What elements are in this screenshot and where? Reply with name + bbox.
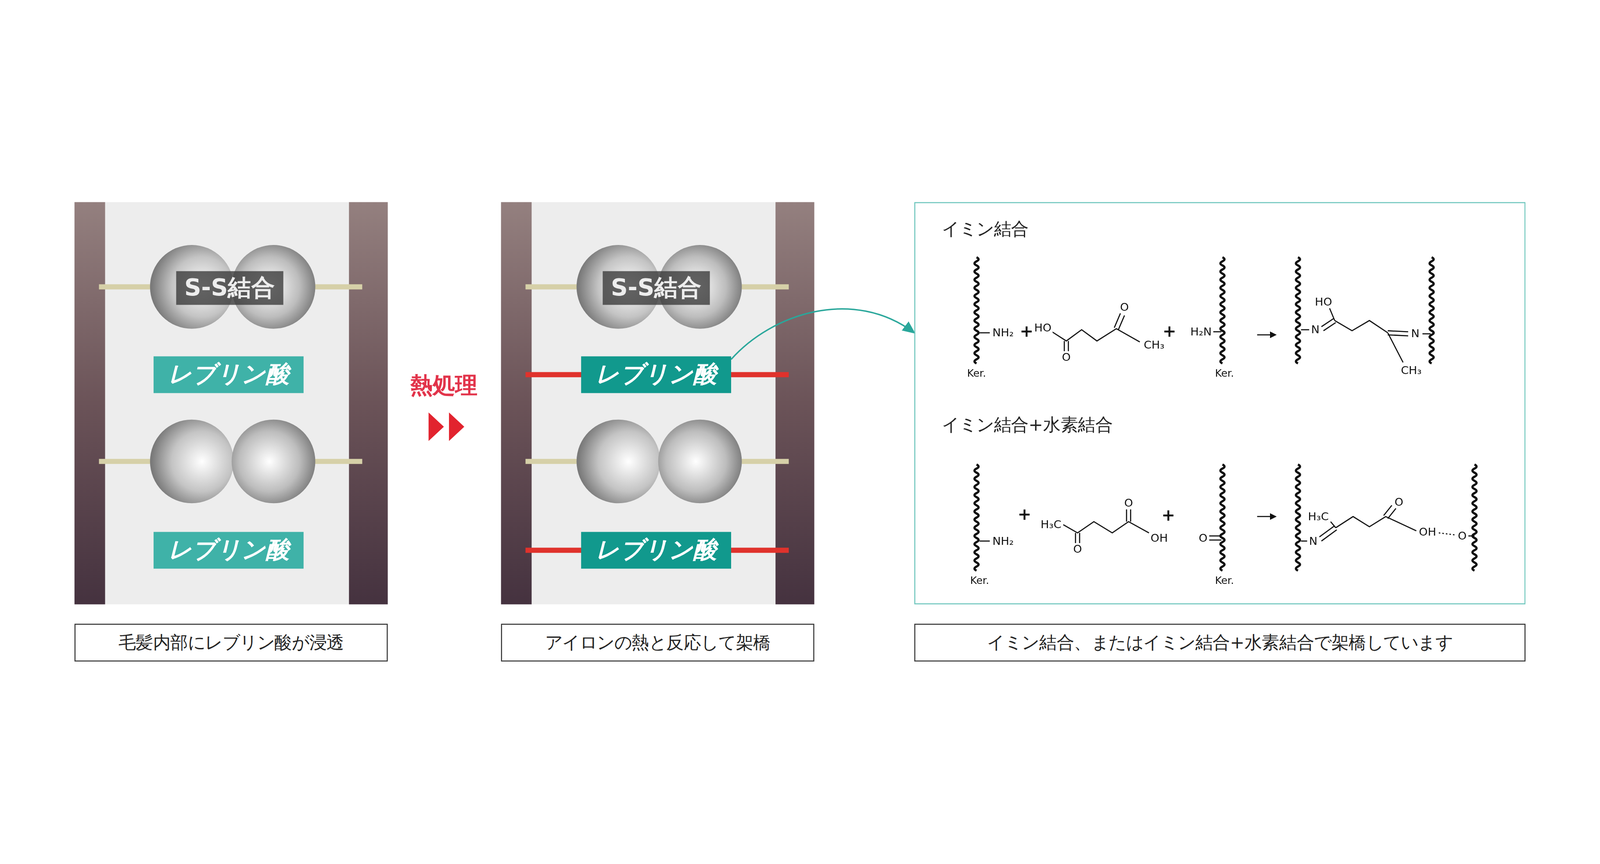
atom-label: O	[1197, 532, 1209, 544]
bond-label: S-S結合	[175, 271, 283, 305]
atom-label: OH	[1417, 526, 1438, 538]
keratin-chains	[974, 257, 1477, 571]
atom-label: CH₃	[1399, 364, 1423, 377]
keratin-chain	[1220, 464, 1225, 571]
atom-label: O	[1456, 530, 1468, 542]
node-text: レブリン酸	[168, 535, 290, 563]
process-arrowheads	[428, 412, 465, 441]
node-text: S-S結合	[184, 274, 275, 301]
plus-sign: +	[1016, 505, 1033, 523]
atom-label: O	[1119, 301, 1131, 313]
plus-sign: +	[1160, 507, 1177, 524]
atom-label: CH₃	[1142, 339, 1166, 351]
caption-box: 毛髪内部にレブリン酸が浸透	[74, 623, 388, 662]
node-text: 毛髪内部にレブリン酸が浸透	[118, 630, 345, 654]
keratin-chain	[974, 464, 979, 571]
keratin-chain	[1472, 464, 1477, 571]
atom-label: Ker.	[968, 575, 991, 586]
atom-label: Ker.	[1213, 575, 1235, 586]
keratin-chain	[1220, 257, 1225, 364]
atom-label: OH	[1149, 532, 1169, 544]
node-text: S-S結合	[610, 274, 702, 301]
hair-panel	[74, 201, 388, 604]
atom-label: HO	[1313, 296, 1334, 308]
connector-arrow	[731, 308, 915, 360]
bond-label: S-S結合	[602, 271, 710, 305]
keratin-chain	[1295, 464, 1300, 571]
atom-label: NH₂	[991, 326, 1015, 339]
hair-panel	[501, 201, 815, 604]
plus-sign: +	[1161, 323, 1178, 340]
atom-label: O	[1072, 543, 1084, 555]
caption-box: イミン結合、またはイミン結合+水素結合で架橋しています	[914, 623, 1526, 662]
keratin-chain	[974, 257, 979, 364]
atom-label: HO	[1033, 322, 1053, 334]
process-label: 熱処理	[408, 374, 479, 397]
atom-label: N	[1309, 323, 1321, 336]
atom-label: O	[1060, 351, 1072, 363]
caption-box: アイロンの熱と反応して架橋	[501, 623, 815, 662]
keratin-chain	[1295, 257, 1300, 364]
section-heading: イミン結合	[941, 217, 1029, 241]
section-heading: イミン結合+水素結合	[941, 413, 1113, 437]
compound-box: レブリン酸	[581, 531, 732, 569]
node-text: レブリン酸	[595, 535, 718, 563]
atom-label: O	[1393, 496, 1405, 508]
node-text: アイロンの熱と反応して架橋	[545, 630, 771, 654]
node-text: レブリン酸	[168, 360, 290, 387]
atom-label: Ker.	[965, 368, 987, 379]
atom-label: O	[1122, 497, 1134, 510]
plus-sign: +	[1018, 323, 1035, 340]
atom-label: H₂N	[1189, 326, 1213, 338]
node-text: レブリン酸	[595, 360, 718, 387]
atom-label: H₃C	[1306, 510, 1330, 523]
atom-label: H₃C	[1039, 518, 1063, 531]
compound-box: レブリン酸	[153, 356, 304, 393]
atom-label: NH₂	[991, 535, 1015, 547]
node-text: イミン結合、またはイミン結合+水素結合で架橋しています	[986, 630, 1453, 654]
atom-label: N	[1308, 535, 1319, 547]
atom-label: N	[1409, 328, 1421, 340]
atom-label: Ker.	[1213, 368, 1235, 379]
compound-box: レブリン酸	[153, 531, 304, 569]
keratin-chain	[1429, 257, 1434, 364]
compound-box: レブリン酸	[581, 356, 732, 393]
